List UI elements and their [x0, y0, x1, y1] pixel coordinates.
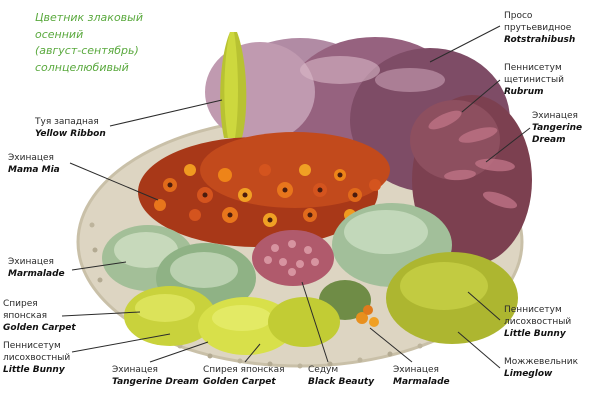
- plant-sedum-black-beauty: [252, 230, 334, 286]
- label-golden-carpet-bottom-lat: Golden Carpet: [203, 377, 276, 388]
- label-golden-carpet-left-ru: Спирея японская: [3, 299, 48, 322]
- label-thuja-lat: Yellow Ribbon: [35, 129, 106, 140]
- label-little-bunny-right-lat: Little Bunny: [504, 329, 566, 340]
- label-mama-mia-ru: Эхинацея: [8, 153, 54, 163]
- label-pennisetum-little-bunny-left: Пеннисетум лисохвостный Little Bunny: [3, 340, 70, 376]
- label-echinacea-marmalade-bottom: Эхинацея Marmalade: [393, 364, 450, 388]
- label-switch-grass: Просо прутьевидное Rotstrahibush: [504, 10, 575, 46]
- label-marmalade-bottom-ru: Эхинацея: [393, 365, 439, 375]
- label-spirea-golden-carpet-bottom: Спирея японская Golden Carpet: [203, 364, 285, 388]
- label-sedum-black-beauty: Седум Black Beauty: [308, 364, 374, 388]
- label-rubrum-ru: Пеннисетум щетинистый: [504, 63, 564, 86]
- plant-echinacea-marmalade-front: [356, 305, 379, 327]
- plant-echinacea-mass: [138, 132, 390, 247]
- label-mama-mia-lat: Mama Mia: [8, 165, 60, 176]
- label-tangerine-bottom-ru: Эхинацея: [112, 365, 158, 375]
- label-thuja: Туя западная Yellow Ribbon: [35, 116, 106, 140]
- label-marmalade-bottom-lat: Marmalade: [393, 377, 450, 388]
- label-golden-carpet-bottom-ru: Спирея японская: [203, 365, 285, 375]
- label-little-bunny-right-ru: Пеннисетум лисохвостный: [504, 305, 572, 328]
- label-golden-carpet-left-lat: Golden Carpet: [3, 323, 76, 334]
- label-echinacea-tangerine-right: Эхинацея Tangerine Dream: [532, 110, 582, 146]
- leader-lines: [61, 25, 531, 369]
- label-switch-grass-lat: Rotstrahibush: [504, 35, 576, 46]
- plant-spirea-mounds: [124, 286, 340, 355]
- label-limeglow-ru: Можжевельник: [504, 357, 579, 367]
- label-marmalade-left-lat: Marmalade: [8, 269, 65, 280]
- plant-juniper-limeglow: [386, 252, 518, 344]
- label-marmalade-left-ru: Эхинацея: [8, 257, 54, 267]
- label-little-bunny-left-lat: Little Bunny: [3, 365, 65, 376]
- label-juniper-limeglow: Можжевельник Limeglow: [504, 356, 578, 380]
- label-tangerine-right-ru: Эхинацея: [532, 111, 578, 121]
- label-echinacea-marmalade-left: Эхинацея Marmalade: [8, 256, 65, 280]
- label-black-beauty-ru: Седум: [308, 365, 339, 375]
- label-rubrum-lat: Rubrum: [504, 87, 544, 98]
- label-little-bunny-left-ru: Пеннисетум лисохвостный: [3, 341, 71, 364]
- label-pennisetum-little-bunny-right: Пеннисетум лисохвостный Little Bunny: [504, 304, 571, 340]
- label-spirea-golden-carpet-left: Спирея японская Golden Carpet: [3, 298, 76, 334]
- label-tangerine-right-lat: Tangerine Dream: [532, 123, 583, 146]
- plant-thuja: [220, 32, 247, 138]
- label-tangerine-bottom-lat: Tangerine Dream: [112, 377, 199, 388]
- label-thuja-ru: Туя западная: [35, 117, 99, 127]
- label-switch-grass-ru: Просо прутьевидное: [504, 11, 572, 34]
- label-black-beauty-lat: Black Beauty: [308, 377, 375, 388]
- page-title: Цветник злаковый осенний (август-сентябр…: [35, 11, 143, 74]
- label-echinacea-tangerine-bottom: Эхинацея Tangerine Dream: [112, 364, 199, 388]
- label-limeglow-lat: Limeglow: [504, 369, 553, 380]
- label-echinacea-mama-mia: Эхинацея Mama Mia: [8, 152, 60, 176]
- label-pennisetum-rubrum: Пеннисетум щетинистый Rubrum: [504, 62, 564, 98]
